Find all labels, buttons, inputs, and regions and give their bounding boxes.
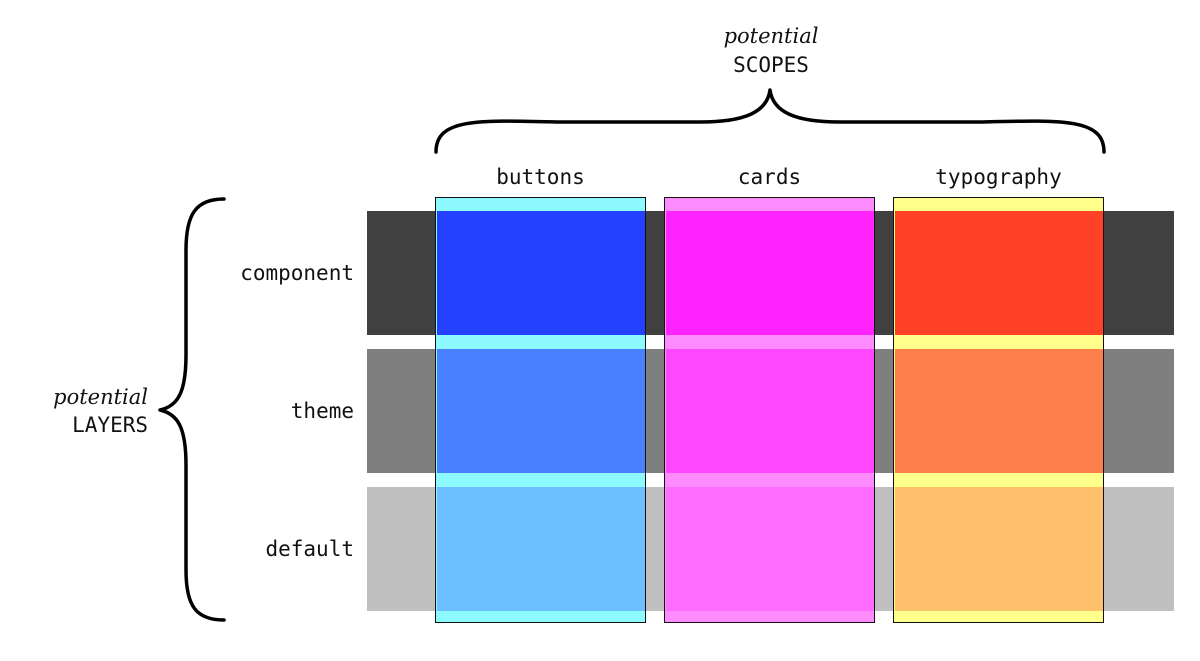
cell-default-typography	[894, 487, 1103, 611]
scope-label-buttons: buttons	[496, 165, 585, 189]
layers-title-prefix: potential	[53, 385, 148, 409]
cell-theme-typography	[894, 349, 1103, 473]
cell-component-buttons	[436, 211, 645, 335]
cell-theme-cards	[665, 349, 874, 473]
layer-label-default: default	[265, 537, 354, 561]
scope-label-cards: cards	[737, 165, 802, 189]
cell-component-typography	[894, 211, 1103, 335]
layers-title-label: LAYERS	[72, 413, 148, 437]
cell-component-cards	[665, 211, 874, 335]
cell-theme-buttons	[436, 349, 645, 473]
scopes-title-label: SCOPES	[733, 53, 809, 77]
scopes-title-prefix: potential	[723, 24, 819, 48]
cell-default-cards	[665, 487, 874, 611]
layer-label-component: component	[240, 261, 354, 285]
scope-label-typography: typography	[935, 165, 1062, 189]
cell-default-buttons	[436, 487, 645, 611]
layer-label-theme: theme	[290, 399, 354, 423]
